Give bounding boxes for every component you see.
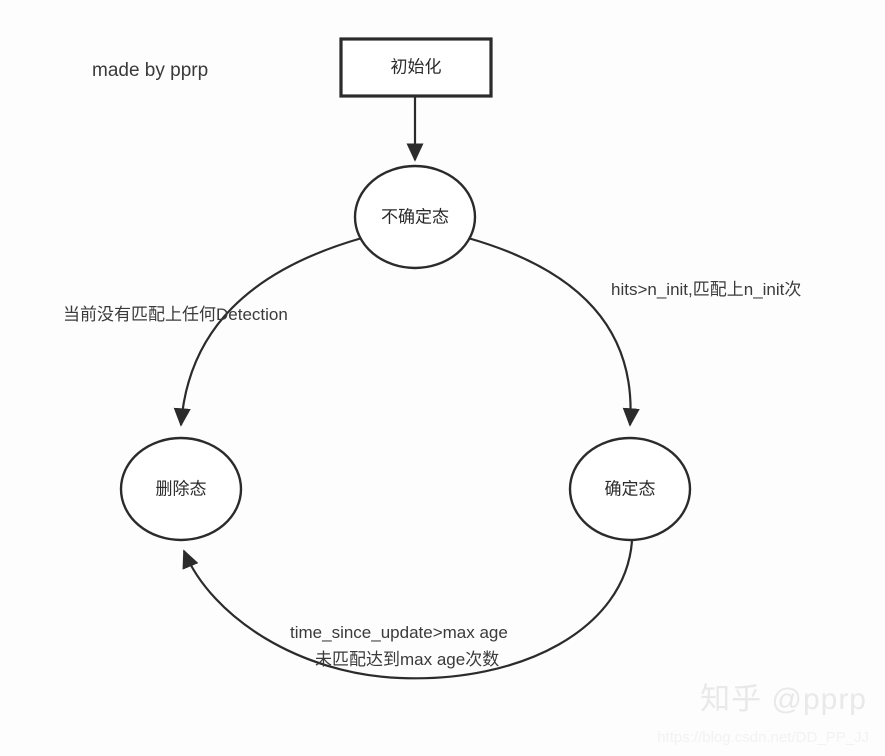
node-confirmed[interactable]: 确定态	[568, 436, 692, 542]
edge-label-tentative-to-deleted: 当前没有匹配上任何Detection	[63, 305, 288, 324]
edge-label-tentative-to-confirmed: hits>n_init,匹配上n_init次	[611, 280, 801, 299]
node-init-shape	[339, 37, 493, 98]
node-tentative[interactable]: 不确定态	[353, 164, 477, 270]
edge-label-confirmed-to-deleted-line2: 未匹配达到max age次数	[315, 650, 499, 669]
edge-tentative-to-deleted	[173, 236, 363, 427]
edge-confirmed-to-deleted	[182, 540, 634, 680]
node-confirmed-shape	[568, 436, 692, 542]
node-init[interactable]: 初始化	[339, 37, 493, 98]
node-tentative-label: 不确定态	[381, 207, 449, 226]
credit-text: made by pprp	[92, 60, 208, 81]
node-tentative-shape	[353, 164, 477, 270]
node-confirmed-label: 确定态	[605, 479, 656, 498]
edge-label-confirmed-to-deleted-line1: time_since_update>max age	[290, 623, 508, 642]
node-deleted-shape	[119, 436, 243, 542]
csdn-url-watermark: https://blog.csdn.net/DD_PP_JJ	[657, 729, 869, 746]
zhihu-watermark: 知乎 @pprp	[700, 683, 867, 716]
node-deleted-label: 删除态	[156, 479, 207, 498]
edge-tentative-to-confirmed	[467, 236, 640, 427]
node-init-label: 初始化	[391, 57, 442, 76]
node-deleted[interactable]: 删除态	[119, 436, 243, 542]
